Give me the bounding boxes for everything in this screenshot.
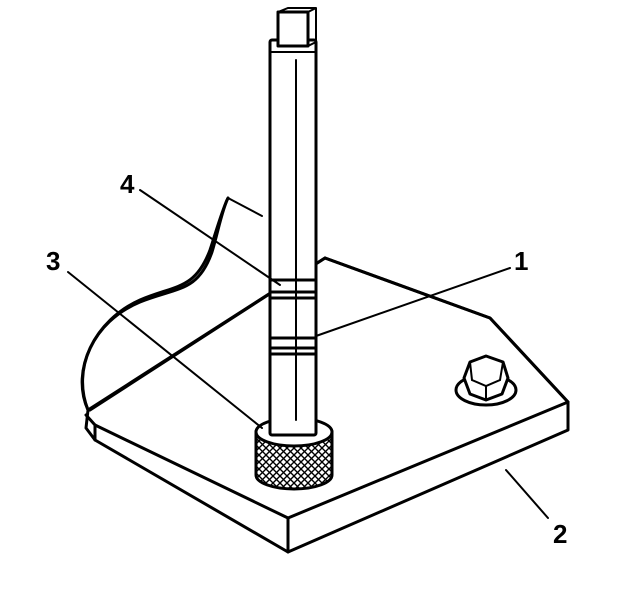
callout-3: 3 xyxy=(46,246,60,276)
leader-2 xyxy=(505,469,549,519)
alignment-pin xyxy=(268,7,318,437)
callout-4: 4 xyxy=(120,169,135,199)
hex-bolt xyxy=(454,354,518,407)
leader-3 xyxy=(67,271,263,429)
callout-1: 1 xyxy=(514,246,528,276)
leader-4 xyxy=(139,189,281,286)
base-plate xyxy=(80,196,570,554)
callout-2: 2 xyxy=(553,519,567,549)
leader-lines xyxy=(67,189,549,519)
leader-1 xyxy=(315,267,511,337)
